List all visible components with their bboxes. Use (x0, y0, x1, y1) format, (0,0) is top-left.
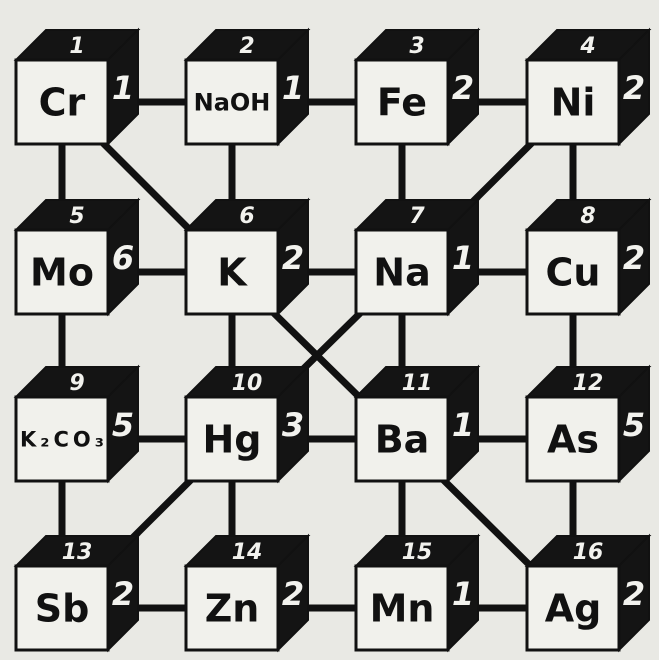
cube-value: 5 (112, 406, 134, 444)
cube-value: 2 (623, 69, 645, 107)
cube-value: 2 (282, 575, 304, 613)
cube-label: K (217, 251, 248, 295)
cube-number: 11 (402, 371, 433, 396)
cube-label: Mo (30, 251, 94, 295)
cube-label: As (547, 418, 599, 462)
cube-value: 1 (452, 406, 474, 444)
cube-value: 3 (282, 406, 304, 444)
cube-value: 5 (623, 406, 645, 444)
cube-value: 6 (112, 239, 134, 277)
cube-label: Fe (377, 81, 427, 125)
cube-number: 14 (232, 540, 263, 565)
cube-number: 15 (402, 540, 433, 565)
cube-value: 2 (282, 239, 304, 277)
cube-label: Ag (545, 587, 602, 631)
cube-5: 5Mo 6 (16, 200, 138, 314)
cube-7: 7Na 1 (356, 200, 478, 314)
cube-label: Cr (39, 81, 86, 125)
cube-number: 2 (239, 34, 254, 59)
cube-value: 2 (452, 69, 474, 107)
cube-value: 2 (623, 575, 645, 613)
cube-number: 13 (62, 540, 93, 565)
cube-value: 1 (282, 69, 304, 107)
cube-number: 10 (232, 371, 263, 396)
cube-label: Ni (551, 81, 596, 125)
connection-lines (62, 102, 573, 608)
cube-number: 8 (580, 204, 595, 229)
cube-value: 1 (112, 69, 134, 107)
cube-number: 12 (573, 371, 604, 396)
cube-label: Cu (546, 251, 601, 295)
cube-label: NaOH (194, 89, 271, 117)
cube-label: Na (373, 251, 430, 295)
cube-value: 1 (452, 239, 474, 277)
cube-number: 7 (409, 204, 425, 229)
cube-number: 1 (69, 34, 84, 59)
cube-label: Zn (205, 587, 260, 631)
cube-number: 5 (69, 204, 84, 229)
cube-value: 2 (112, 575, 134, 613)
cube-value: 2 (623, 239, 645, 277)
cube-number: 9 (69, 371, 84, 396)
cube-3: 3Fe 2 (356, 30, 478, 144)
cube-number: 4 (579, 34, 595, 59)
cube-8: 8Cu 2 (527, 200, 649, 314)
cube-label: Sb (35, 587, 90, 631)
cube-4: 4Ni 2 (527, 30, 649, 144)
cube-value: 1 (452, 575, 474, 613)
cube-number: 6 (239, 204, 254, 229)
cube-number: 16 (573, 540, 604, 565)
cube-number: 3 (409, 34, 424, 59)
cube-label: Mn (370, 587, 435, 631)
cube-label: Ba (375, 418, 430, 462)
cube-label: Hg (202, 418, 261, 462)
